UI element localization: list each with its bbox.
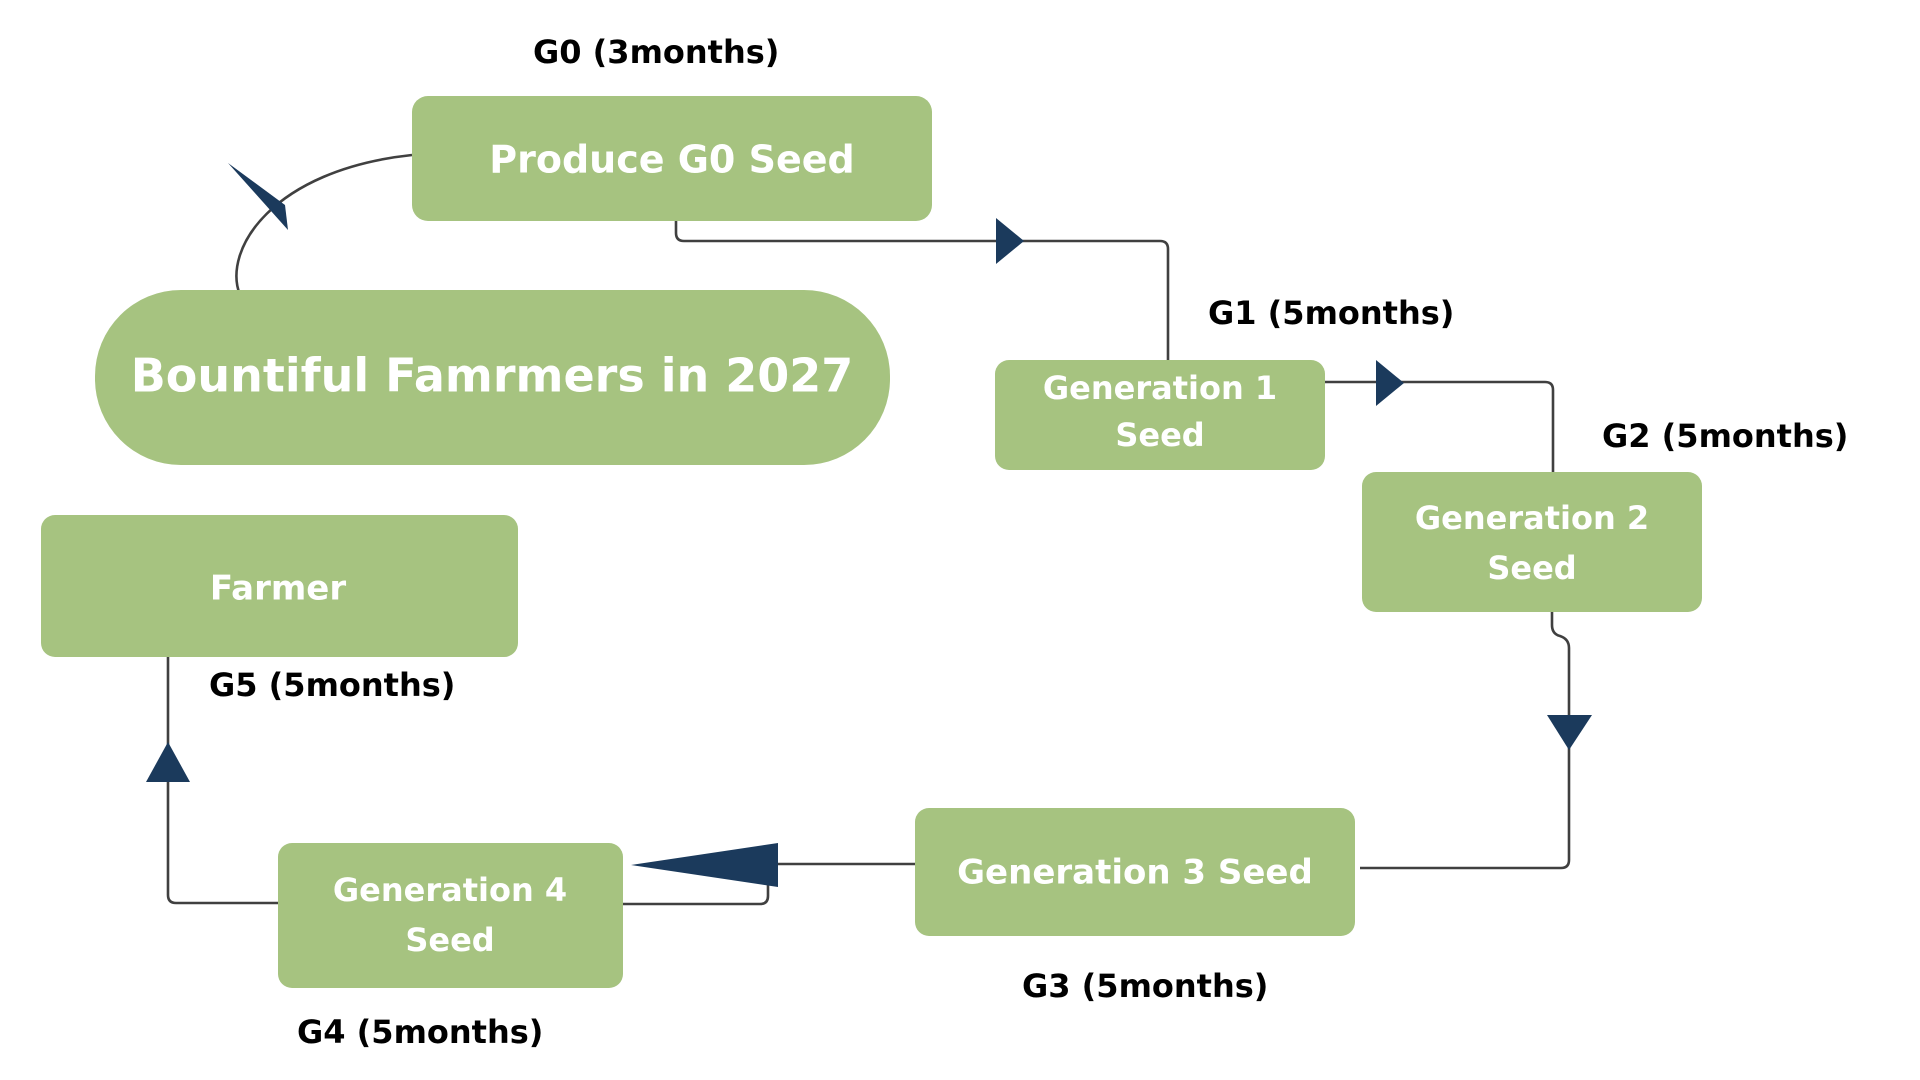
- node-generation-2-seed-shape: [1362, 472, 1702, 612]
- node-generation-3-seed-label: Generation 3 Seed: [957, 853, 1313, 893]
- node-generation-4-seed-shape: [278, 843, 623, 988]
- node-produce-g0-seed[interactable]: Produce G0 Seed: [412, 96, 932, 221]
- node-farmer-shape: [41, 515, 518, 657]
- node-generation-4-seed-label-line1: Generation 4: [333, 871, 567, 909]
- edge-label-g4: G4 (5months): [297, 1013, 543, 1051]
- node-generation-2-seed-label-line1: Generation 2: [1415, 499, 1649, 537]
- edge-label-g2: G2 (5months): [1602, 417, 1848, 455]
- edge-label-g0: G0 (3months): [533, 33, 779, 71]
- node-generation-2-seed[interactable]: Generation 2 Seed: [1362, 472, 1702, 612]
- edge-label-g5: G5 (5months): [209, 666, 455, 704]
- arrowhead-gen2-to-gen3: [1547, 715, 1592, 750]
- edge-label-g1: G1 (5months): [1208, 294, 1454, 332]
- connector-bountiful-to-produce-g0: [235, 153, 413, 296]
- node-generation-1-seed-label-line2: Seed: [1115, 416, 1204, 454]
- connector-gen2-to-gen3: [1360, 612, 1571, 870]
- arrowhead-gen4-to-farmer: [146, 742, 190, 782]
- node-produce-g0-seed-label: Produce G0 Seed: [489, 138, 854, 182]
- connector-gen4-to-farmer: [166, 657, 278, 905]
- arrowhead-gen3-to-gen4: [631, 843, 778, 887]
- connector-gen1-to-gen2: [1325, 380, 1555, 500]
- node-bountiful-farmers[interactable]: Bountiful Famrmers in 2027: [95, 290, 890, 465]
- node-generation-1-seed-label-line1: Generation 1: [1043, 369, 1277, 407]
- arrowhead-g0-to-gen1: [996, 218, 1024, 264]
- node-bountiful-farmers-label: Bountiful Famrmers in 2027: [131, 349, 854, 403]
- node-bountiful-farmers-shape: [95, 290, 890, 465]
- node-generation-3-seed-shape: [915, 808, 1355, 936]
- node-farmer-label: Farmer: [210, 569, 346, 609]
- node-generation-2-seed-label-line2: Seed: [1487, 549, 1576, 587]
- connector-g0-to-gen1: [674, 221, 1170, 360]
- node-generation-4-seed[interactable]: Generation 4 Seed: [278, 843, 623, 988]
- edge-label-g3: G3 (5months): [1022, 967, 1268, 1005]
- node-generation-4-seed-label-line2: Seed: [405, 921, 494, 959]
- node-produce-g0-seed-shape: [412, 96, 932, 221]
- node-farmer[interactable]: Farmer: [41, 515, 518, 657]
- node-generation-1-seed[interactable]: Generation 1 Seed: [995, 360, 1325, 470]
- node-generation-3-seed[interactable]: Generation 3 Seed: [915, 808, 1355, 936]
- node-generation-1-seed-shape: [995, 360, 1325, 470]
- arrowhead-gen1-to-gen2: [1376, 360, 1404, 406]
- arrowhead-bountiful-to-produce-g0: [228, 163, 288, 230]
